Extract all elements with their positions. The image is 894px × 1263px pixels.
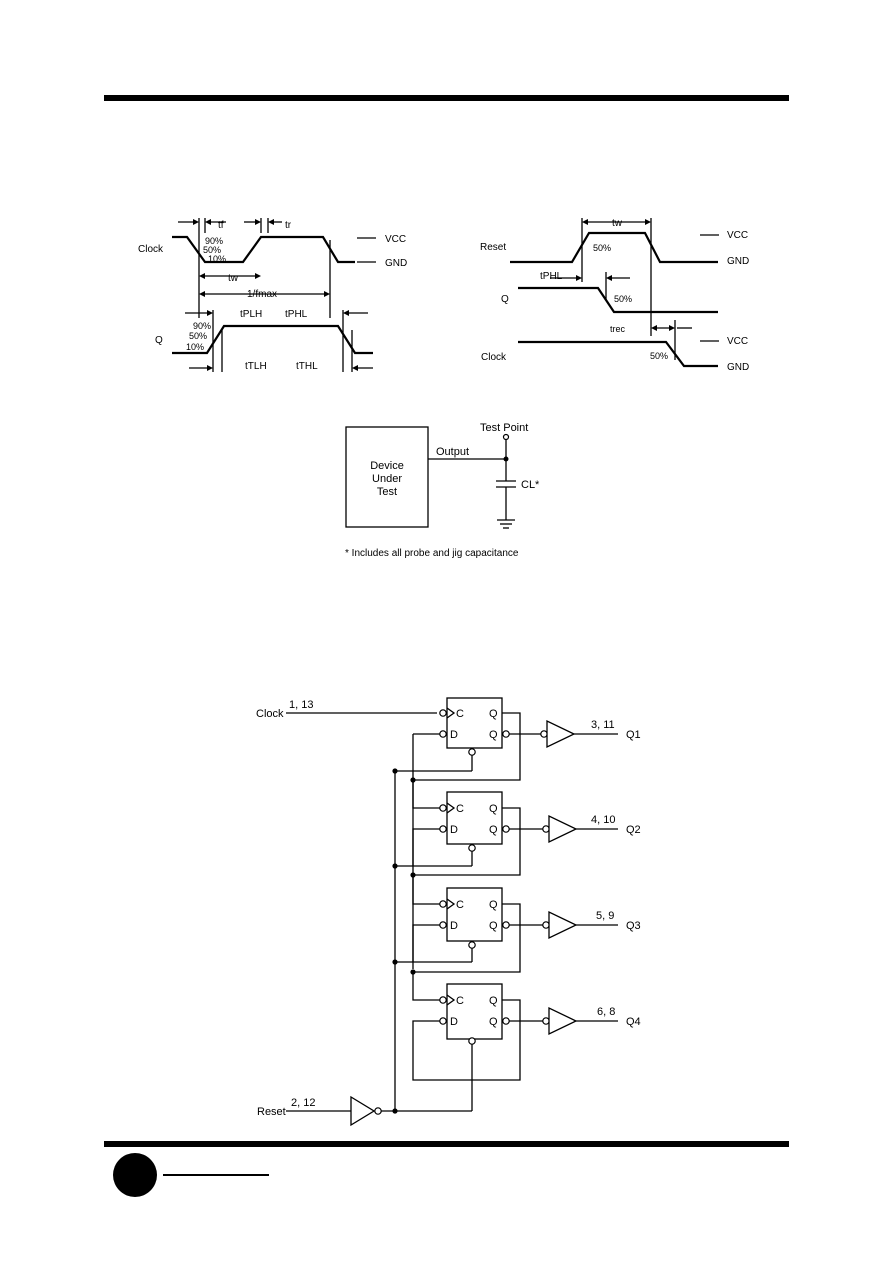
timing-diagram-right: VCC GND VCC GND tw 50% tPHL 50% trec 50%…: [480, 218, 749, 373]
output-2-pins: 4, 10: [591, 814, 615, 826]
header-rule: [104, 95, 789, 101]
svg-text:D: D: [450, 1016, 458, 1028]
page-badge: [113, 1153, 157, 1197]
flip-flop-4: C D Q Q: [412, 972, 543, 1081]
reset-inverter: [350, 1095, 376, 1127]
svg-text:Q: Q: [489, 899, 498, 911]
output-label: Output: [436, 446, 469, 458]
test-point-label: Test Point: [480, 422, 528, 434]
svg-text:C: C: [456, 995, 464, 1007]
q-waveform: [172, 324, 373, 355]
tf-label: tf: [218, 220, 224, 231]
reset-pct: 50%: [593, 243, 611, 253]
q-pct-90: 90%: [193, 321, 211, 331]
q-label-left: Q: [155, 335, 163, 346]
clock-pct-90: 90%: [205, 236, 223, 246]
svg-text:Q: Q: [489, 920, 498, 932]
vcc-bottom-label-right: VCC: [727, 336, 748, 347]
dut-line1: Device: [370, 460, 404, 472]
reset-label-right: Reset: [480, 242, 506, 253]
vcc-top-label-right: VCC: [727, 230, 748, 241]
reset-input-label: Reset: [257, 1106, 286, 1118]
output-4-name: Q4: [626, 1016, 641, 1028]
svg-text:C: C: [456, 899, 464, 911]
tphl-top-label: tPHL: [285, 309, 308, 320]
logic-diagram: Clock 1, 13 Reset 2, 12 C D Q Q: [256, 697, 641, 1127]
gnd-label-left: GND: [385, 258, 407, 269]
tphl-label-right: tPHL: [540, 271, 563, 282]
reset-pins-label: 2, 12: [291, 1097, 315, 1109]
trec-label: trec: [610, 324, 626, 334]
output-3-pins: 5, 9: [596, 910, 614, 922]
footer-rule: [104, 1141, 789, 1147]
buffer-4: [548, 1006, 578, 1036]
output-1-name: Q1: [626, 729, 641, 741]
output-4-pins: 6, 8: [597, 1006, 615, 1018]
output-1-pins: 3, 11: [591, 719, 615, 731]
cl-label: CL*: [521, 479, 540, 491]
tw-label-right: tw: [612, 218, 623, 229]
q-label-right: Q: [501, 294, 509, 305]
flip-flop-1: C D Q Q: [392, 697, 541, 783]
clock-rec-waveform: [518, 340, 718, 368]
tr-label: tr: [285, 220, 292, 231]
clock-pct-10: 10%: [208, 254, 226, 264]
q-pct: 50%: [614, 294, 632, 304]
q-pct-50: 50%: [189, 331, 207, 341]
svg-text:Q: Q: [489, 995, 498, 1007]
svg-text:C: C: [456, 803, 464, 815]
svg-text:Q: Q: [489, 708, 498, 720]
svg-text:C: C: [456, 708, 464, 720]
flip-flop-3: C D Q Q: [392, 875, 543, 975]
device-under-test-box: [345, 426, 429, 528]
reset-waveform: [510, 231, 718, 264]
tplh-top-label: tPLH: [240, 309, 262, 320]
output-3-name: Q3: [626, 920, 641, 932]
dut-line3: Test: [377, 486, 397, 498]
buffer-3: [548, 910, 578, 940]
tplh-bottom-label: tTLH: [245, 361, 267, 372]
clock-label-right: Clock: [481, 352, 507, 363]
gnd-top-label-right: GND: [727, 256, 749, 267]
test-point: [502, 433, 510, 441]
vcc-label-left: VCC: [385, 234, 406, 245]
svg-text:D: D: [450, 824, 458, 836]
clock-pct-50: 50%: [203, 245, 221, 255]
flip-flop-2: C D Q Q: [392, 780, 543, 878]
timing-diagram-left: VCC GND tf tr 90% 50% 10% tw: [138, 218, 407, 372]
tphl-bottom-label: tTHL: [296, 361, 318, 372]
footnote: * Includes all probe and jig capacitance: [345, 548, 519, 559]
svg-text:D: D: [450, 729, 458, 741]
dut-line2: Under: [372, 473, 402, 485]
footer-line: [163, 1174, 269, 1176]
q-pct-10: 10%: [186, 342, 204, 352]
svg-text:D: D: [450, 920, 458, 932]
clock-pct: 50%: [650, 351, 668, 361]
svg-text:Q: Q: [489, 824, 498, 836]
output-2-name: Q2: [626, 824, 641, 836]
fmax-label: 1/fmax: [247, 289, 277, 300]
clock-waveform: [172, 235, 355, 264]
buffer-2: [548, 814, 578, 844]
clock-input-label: Clock: [256, 708, 284, 720]
svg-text:Q: Q: [489, 1016, 498, 1028]
gnd-bottom-label-right: GND: [727, 362, 749, 373]
test-circuit: Device Under Test Output Test Point CL* …: [345, 422, 540, 559]
buffer-1: [546, 719, 576, 749]
clock-pins-label: 1, 13: [289, 699, 313, 711]
tw-label-left: tw: [228, 273, 239, 284]
clock-label-left: Clock: [138, 244, 164, 255]
svg-text:Q: Q: [489, 803, 498, 815]
svg-text:Q: Q: [489, 729, 498, 741]
